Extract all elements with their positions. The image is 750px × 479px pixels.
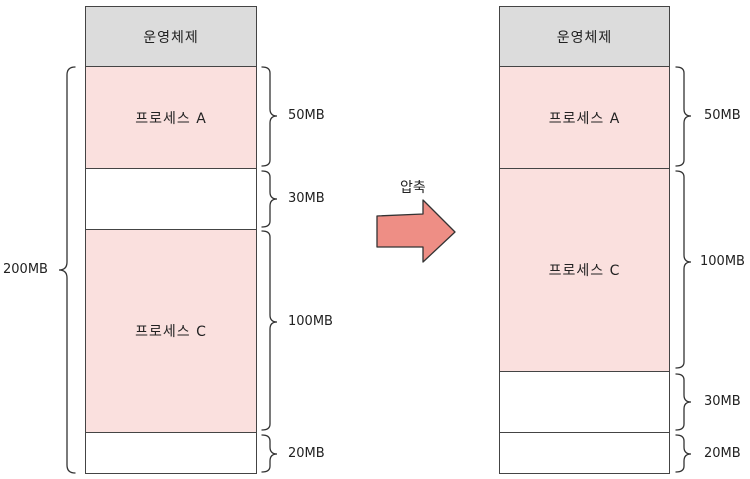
right-process-c-label: 프로세스 C (548, 263, 621, 279)
left-brace-hole2 (261, 434, 278, 473)
total-brace (58, 66, 76, 474)
total-size-label: 200MB (3, 262, 48, 277)
right-size-a-label: 50MB (704, 108, 741, 123)
right-brace-a (675, 66, 692, 167)
left-hole-20mb-block (85, 432, 257, 474)
left-os-label: 운영체제 (143, 29, 199, 46)
left-brace-a (261, 66, 278, 167)
left-hole-30mb-block (85, 168, 257, 230)
left-size-a-label: 50MB (288, 108, 325, 123)
compaction-arrow-icon (376, 199, 456, 263)
left-size-hole2-label: 20MB (288, 446, 325, 461)
right-free-30mb-block (499, 371, 670, 433)
left-process-a-block: 프로세스 A (85, 66, 257, 169)
right-size-free1-label: 30MB (704, 394, 741, 409)
left-size-hole1-label: 30MB (288, 191, 325, 206)
right-process-a-block: 프로세스 A (499, 66, 670, 169)
right-brace-free1 (675, 373, 692, 431)
right-os-label: 운영체제 (556, 29, 613, 46)
right-free-20mb-block (499, 432, 670, 474)
left-process-c-label: 프로세스 C (135, 324, 207, 340)
right-size-c-label: 100MB (700, 254, 745, 269)
right-process-a-label: 프로세스 A (548, 110, 621, 127)
right-brace-free2 (675, 434, 692, 473)
right-brace-c (675, 170, 692, 369)
right-size-free2-label: 20MB (704, 446, 741, 461)
left-brace-c (261, 230, 278, 431)
left-process-a-label: 프로세스 A (135, 110, 207, 127)
left-os-block: 운영체제 (85, 6, 257, 67)
right-process-c-block: 프로세스 C (499, 168, 670, 372)
left-brace-hole1 (261, 170, 278, 228)
left-process-c-block: 프로세스 C (85, 229, 257, 433)
compaction-label: 압축 (400, 180, 426, 196)
left-size-c-label: 100MB (288, 314, 333, 329)
